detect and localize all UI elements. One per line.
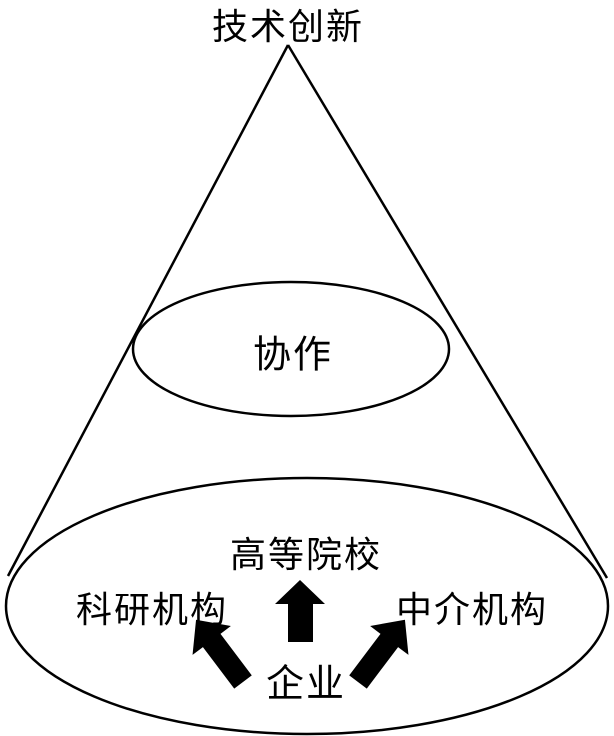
- cone-right-edge: [286, 44, 609, 579]
- top-label: 技术创新: [211, 7, 365, 48]
- arrow-left-icon: [192, 619, 252, 689]
- base-left-label: 科研机构: [75, 590, 229, 631]
- collaboration-ellipse: [131, 280, 451, 418]
- base-right-label: 中介机构: [395, 590, 549, 631]
- base-top-label: 高等院校: [229, 535, 383, 576]
- base-center-label: 企业: [265, 661, 347, 706]
- arrow-right-icon: [349, 619, 409, 689]
- middle-label: 协作: [252, 332, 334, 377]
- cone-left-edge: [6, 44, 290, 577]
- arrow-up-icon: [275, 580, 325, 642]
